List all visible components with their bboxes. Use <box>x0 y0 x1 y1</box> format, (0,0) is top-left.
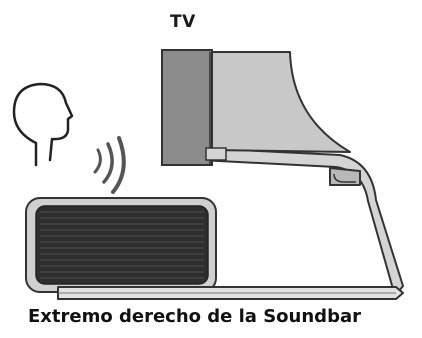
stand-base <box>57 286 404 300</box>
head-profile-icon <box>12 82 74 167</box>
caption: Extremo derecho de la Soundbar <box>28 306 361 327</box>
mount-bracket <box>199 147 404 297</box>
sound-waves-icon <box>93 136 126 194</box>
soundbar <box>25 197 217 293</box>
tv-label: TV <box>170 12 196 32</box>
tv-side-view <box>161 49 351 166</box>
